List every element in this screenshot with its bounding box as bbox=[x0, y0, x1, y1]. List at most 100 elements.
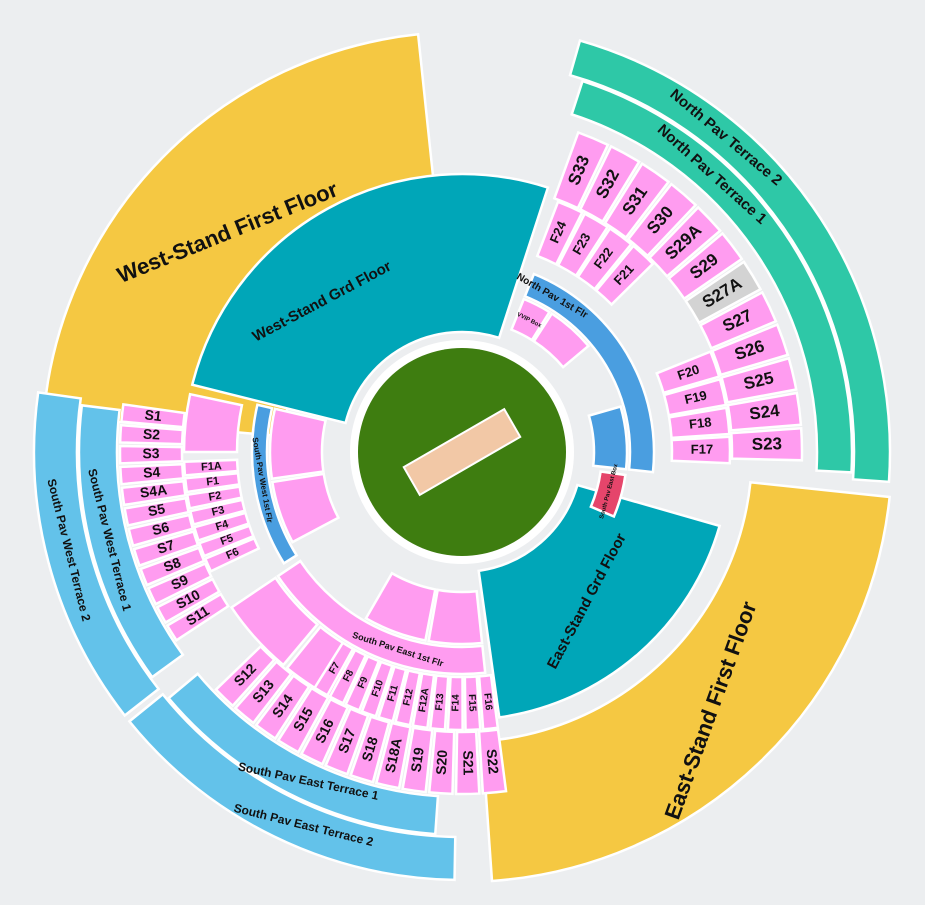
seat-block-s27[interactable] bbox=[698, 290, 778, 350]
north-pav-terrace-1[interactable] bbox=[570, 79, 854, 474]
seat-block-s18a[interactable] bbox=[374, 721, 412, 790]
seat-block-f12[interactable] bbox=[394, 668, 422, 727]
seat-block-s6[interactable] bbox=[127, 513, 195, 548]
seat-block-s1[interactable] bbox=[119, 402, 187, 429]
sw-upper-box[interactable] bbox=[182, 392, 244, 454]
seat-block-s29[interactable] bbox=[667, 231, 744, 301]
seat-label-s24: S24 bbox=[748, 401, 781, 424]
seat-block-s27a[interactable] bbox=[684, 260, 763, 325]
seat-block-s5[interactable] bbox=[123, 496, 191, 527]
seat-block-f17[interactable] bbox=[670, 435, 732, 465]
south-pav-east-terrace-2[interactable] bbox=[127, 692, 457, 882]
seat-block-f5[interactable] bbox=[197, 524, 255, 558]
seat-block-s29a[interactable] bbox=[647, 205, 722, 279]
seat-block-f2[interactable] bbox=[185, 485, 244, 510]
seat-block-f22[interactable] bbox=[576, 226, 633, 291]
seat-block-s12[interactable] bbox=[214, 644, 277, 708]
seat-block-s23[interactable] bbox=[730, 426, 804, 462]
seat-block-s3[interactable] bbox=[118, 444, 184, 465]
se-inner-box-b[interactable] bbox=[364, 571, 437, 642]
south-pav-east-1st-flr[interactable] bbox=[276, 559, 487, 676]
seat-block-s24[interactable] bbox=[726, 391, 803, 432]
seat-block-f14[interactable] bbox=[446, 675, 464, 732]
seat-block-f12a[interactable] bbox=[411, 672, 436, 730]
seat-label-s4a: S4A bbox=[139, 481, 168, 500]
south-pav-east-box[interactable] bbox=[589, 470, 627, 519]
south-pav-west-terrace-1[interactable] bbox=[77, 403, 185, 679]
seat-block-f19[interactable] bbox=[662, 377, 728, 417]
seat-label-f3: F3 bbox=[210, 504, 225, 519]
seat-block-s8[interactable] bbox=[139, 546, 206, 587]
west-stand-grd-floor[interactable] bbox=[190, 172, 550, 425]
seat-block-s17[interactable] bbox=[323, 707, 370, 776]
seat-label-s18: S18 bbox=[358, 734, 381, 763]
seat-label-f4: F4 bbox=[214, 518, 231, 534]
south-pav-west-terrace-2[interactable] bbox=[32, 391, 161, 718]
seat-block-s2[interactable] bbox=[118, 423, 185, 446]
north-pav-box-a[interactable] bbox=[532, 311, 591, 369]
seat-block-s19[interactable] bbox=[401, 726, 434, 794]
seat-block-f1[interactable] bbox=[183, 471, 241, 494]
seat-block-f4[interactable] bbox=[192, 511, 251, 542]
seat-block-s26[interactable] bbox=[710, 323, 790, 377]
seat-block-f1a[interactable] bbox=[182, 458, 240, 477]
seat-block-s11[interactable] bbox=[165, 592, 230, 642]
seat-block-s4[interactable] bbox=[119, 462, 185, 486]
east-stand-grd-floor[interactable] bbox=[477, 483, 722, 719]
seat-block-f21[interactable] bbox=[594, 244, 655, 307]
seat-block-s30[interactable] bbox=[626, 182, 698, 258]
seat-block-s25[interactable] bbox=[719, 356, 798, 404]
cricket-pitch bbox=[402, 407, 522, 497]
south-pav-west-1st-flr[interactable] bbox=[250, 403, 299, 566]
seat-block-s16[interactable] bbox=[299, 697, 350, 766]
seat-block-f7[interactable] bbox=[312, 641, 355, 697]
seat-block-s21[interactable] bbox=[454, 730, 481, 796]
seat-label-f18: F18 bbox=[688, 414, 712, 432]
north-pav-1st-flr[interactable] bbox=[523, 272, 656, 474]
east-stand-first-floor[interactable] bbox=[480, 480, 892, 883]
seat-label-f15: F15 bbox=[466, 694, 478, 712]
seat-block-f13[interactable] bbox=[428, 674, 450, 731]
north-pav-terrace-2[interactable] bbox=[568, 39, 892, 484]
se-inner-box-a[interactable] bbox=[427, 588, 484, 646]
seat-block-f16[interactable] bbox=[477, 673, 500, 731]
seat-block-s7[interactable] bbox=[132, 529, 200, 568]
seat-block-s20[interactable] bbox=[427, 729, 456, 796]
seat-block-s15[interactable] bbox=[276, 686, 330, 754]
sw-inner-box-b[interactable] bbox=[270, 472, 341, 544]
seat-block-s9[interactable] bbox=[146, 562, 213, 606]
sw-inner-box-a[interactable] bbox=[268, 407, 328, 481]
seat-label-f2: F2 bbox=[208, 490, 223, 504]
seat-label-f17: F17 bbox=[691, 442, 714, 457]
seat-block-f6[interactable] bbox=[203, 536, 261, 573]
seat-block-s22[interactable] bbox=[477, 728, 508, 795]
seat-block-s4a[interactable] bbox=[120, 479, 187, 507]
north-pav-box-b[interactable] bbox=[587, 404, 629, 471]
seat-block-f24[interactable] bbox=[535, 200, 584, 266]
seat-block-f3[interactable] bbox=[188, 498, 247, 527]
seat-block-f15[interactable] bbox=[463, 675, 482, 732]
seat-label-s22: S22 bbox=[484, 748, 502, 775]
seat-label-f7: F7 bbox=[327, 660, 343, 676]
vvip-box[interactable] bbox=[509, 297, 552, 342]
seat-block-f8[interactable] bbox=[328, 648, 368, 705]
seat-block-s10[interactable] bbox=[155, 577, 221, 625]
seat-block-s31[interactable] bbox=[603, 161, 671, 240]
seat-block-f18[interactable] bbox=[667, 406, 731, 440]
sw-lower-box-a[interactable] bbox=[229, 576, 320, 667]
seat-block-f10[interactable] bbox=[360, 660, 394, 718]
seat-block-f11[interactable] bbox=[377, 665, 408, 723]
seat-block-f20[interactable] bbox=[655, 349, 721, 395]
seat-block-f23[interactable] bbox=[556, 212, 610, 278]
seat-label-f13: F13 bbox=[434, 693, 447, 712]
seat-block-s33[interactable] bbox=[552, 130, 610, 210]
seat-label-f12: F12 bbox=[401, 687, 416, 707]
seat-block-s14[interactable] bbox=[254, 673, 311, 741]
seat-block-s13[interactable] bbox=[233, 659, 293, 725]
seat-label-s1: S1 bbox=[144, 406, 163, 424]
seat-block-s32[interactable] bbox=[578, 144, 641, 224]
south-pav-east-terrace-1[interactable] bbox=[166, 672, 440, 836]
seat-block-s18[interactable] bbox=[349, 715, 391, 784]
seat-block-f9[interactable] bbox=[344, 654, 381, 712]
